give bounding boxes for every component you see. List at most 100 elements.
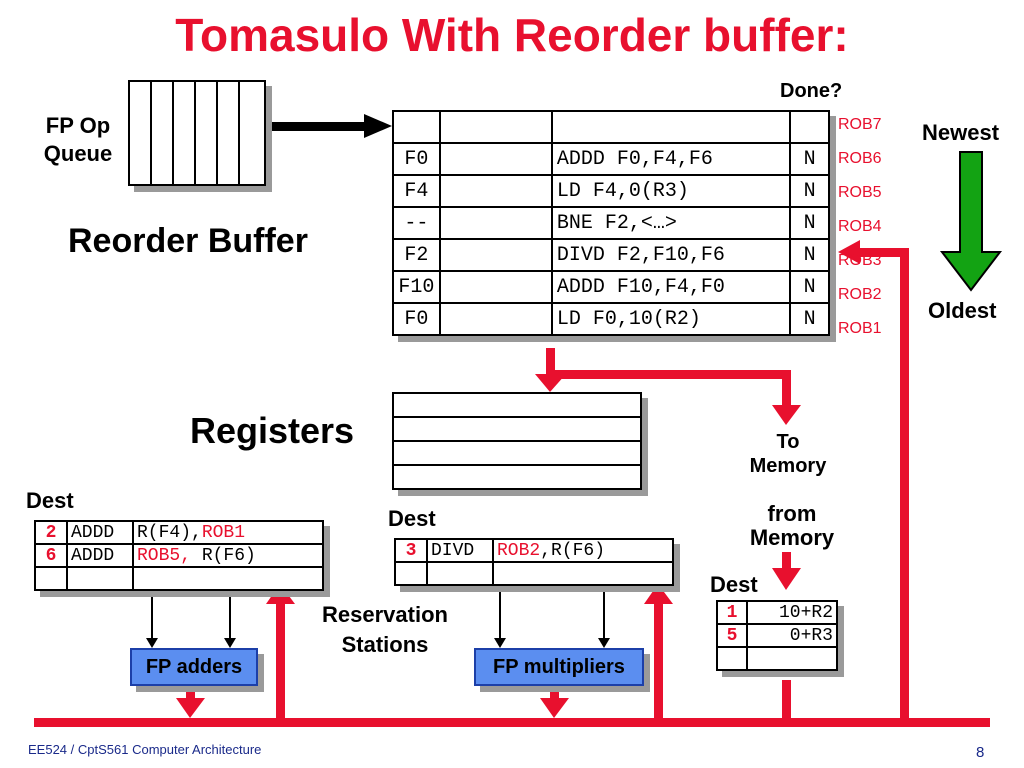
rob-out-stem [546,348,555,378]
reservation-stations-label-line1: Reservation [322,602,448,627]
to-memory-label-line2: Memory [749,455,827,477]
mem-to-bus-stem [782,680,791,720]
rs-op-cell: DIVD [426,538,494,563]
bus-to-adder-rs-arrowhead [266,584,295,604]
bus-to-rob-line [854,248,909,257]
done-column-label: Done? [780,80,843,102]
oldest-label: Oldest [928,298,997,323]
rs-operands-cell: ROB5, R(F6) [132,543,324,568]
rob-out-line [546,370,791,379]
rob-done-cell: N [789,270,830,304]
page-title: Tomasulo With Reorder buffer: [175,9,849,61]
rs-operand1: ROB2 [497,540,541,561]
rob-tag: ROB7 [838,116,882,133]
fp-multipliers-unit: FP multipliers [474,648,644,686]
newest-label: Newest [922,120,1000,145]
rob-tag: ROB5 [838,184,882,201]
load-buffer-dest-cell [716,646,748,671]
load-buffer-dest-cell: 1 [716,600,748,625]
footer-page-number: 8 [976,744,985,761]
footer-course: EE524 / CptS561 Computer Architecture [28,742,262,757]
mult-rs-dest-label: Dest [388,506,436,531]
rob-instr-cell: ADDD F10,F4,F0 [550,270,792,304]
rs-dest-cell [394,561,428,586]
adder-rs-dest-label: Dest [26,488,74,513]
fp-op-queue-label-line1: FP Op [45,113,111,138]
rs-operand2: ROB1 [201,522,246,543]
rob-instr-cell [550,110,792,144]
rob-dest-cell: F0 [392,302,441,336]
bus-to-rob-arrowhead [838,240,860,264]
bus-to-mult-rs-arrowhead [644,584,673,604]
rob-row [392,110,830,144]
rs-dest-cell: 6 [34,543,68,568]
mult-out-stem [550,684,559,704]
to-memory-label-line1: To [776,431,800,453]
rs-dest-cell: 2 [34,520,68,545]
adder-rs-out2-head [224,638,236,648]
bus-to-mult-rs-stem [654,600,663,720]
queue-to-rob-arrowhead [364,114,392,138]
rob-dest-cell: -- [392,206,441,240]
rob-value-cell [438,174,553,208]
rob-to-memory-arrowhead [772,405,801,425]
rs-dest-cell [34,566,68,591]
rs-op-cell: ADDD [66,543,134,568]
rob-to-registers-arrowhead [535,374,566,392]
rs-operands-cell: R(F4),ROB1 [132,520,324,545]
from-memory-label-line1: from [767,501,817,526]
rob-done-cell: N [789,206,830,240]
reservation-station-row [394,561,674,586]
newest-to-oldest-arrow [939,151,1003,292]
rob-done-cell [789,110,830,144]
bus-to-adder-rs-stem [276,600,285,720]
load-buffer-row [716,646,838,671]
fp-op-queue [128,80,266,186]
rs-operands-cell [132,566,324,591]
fp-op-queue-label-line2: Queue [43,141,113,166]
rob-tag: ROB2 [838,286,882,303]
rob-dest-cell: F2 [392,238,441,272]
rob-value-cell [438,302,553,336]
load-buffer-addr-cell: 0+R3 [746,623,838,648]
rob-to-memory-stem [782,370,791,410]
rob-value-cell [438,270,553,304]
rob-tag: ROB1 [838,320,882,337]
rs-operand1: ROB5, [137,545,192,566]
rob-instr-cell: ADDD F0,F4,F6 [550,142,792,176]
adders-out-arrowhead [176,698,205,718]
load-buffer-dest-cell: 5 [716,623,748,648]
fp-op-queue-label: FP Op Queue [28,112,128,168]
registers-label: Registers [190,410,355,451]
mult-out-arrowhead [540,698,569,718]
rob-value-cell [438,142,553,176]
from-memory-stem [782,552,791,572]
rs-operand2: ,R(F6) [540,540,606,561]
rs-op-cell [426,561,494,586]
reservation-station-row [34,566,324,591]
rs-op-cell: ADDD [66,520,134,545]
rob-instr-cell: DIVD F2,F10,F6 [550,238,792,272]
rob-instr-cell: BNE F2,<…> [550,206,792,240]
mult-rs-out1-head [494,638,506,648]
reservation-stations-label: Reservation Stations [300,600,470,660]
rob-tag: ROB4 [838,218,882,235]
rob-tag: ROB3 [838,252,882,269]
rob-dest-cell [392,110,441,144]
rob-dest-cell: F4 [392,174,441,208]
from-memory-arrowhead [772,568,801,590]
rs-op-cell [66,566,134,591]
rob-done-cell: N [789,142,830,176]
